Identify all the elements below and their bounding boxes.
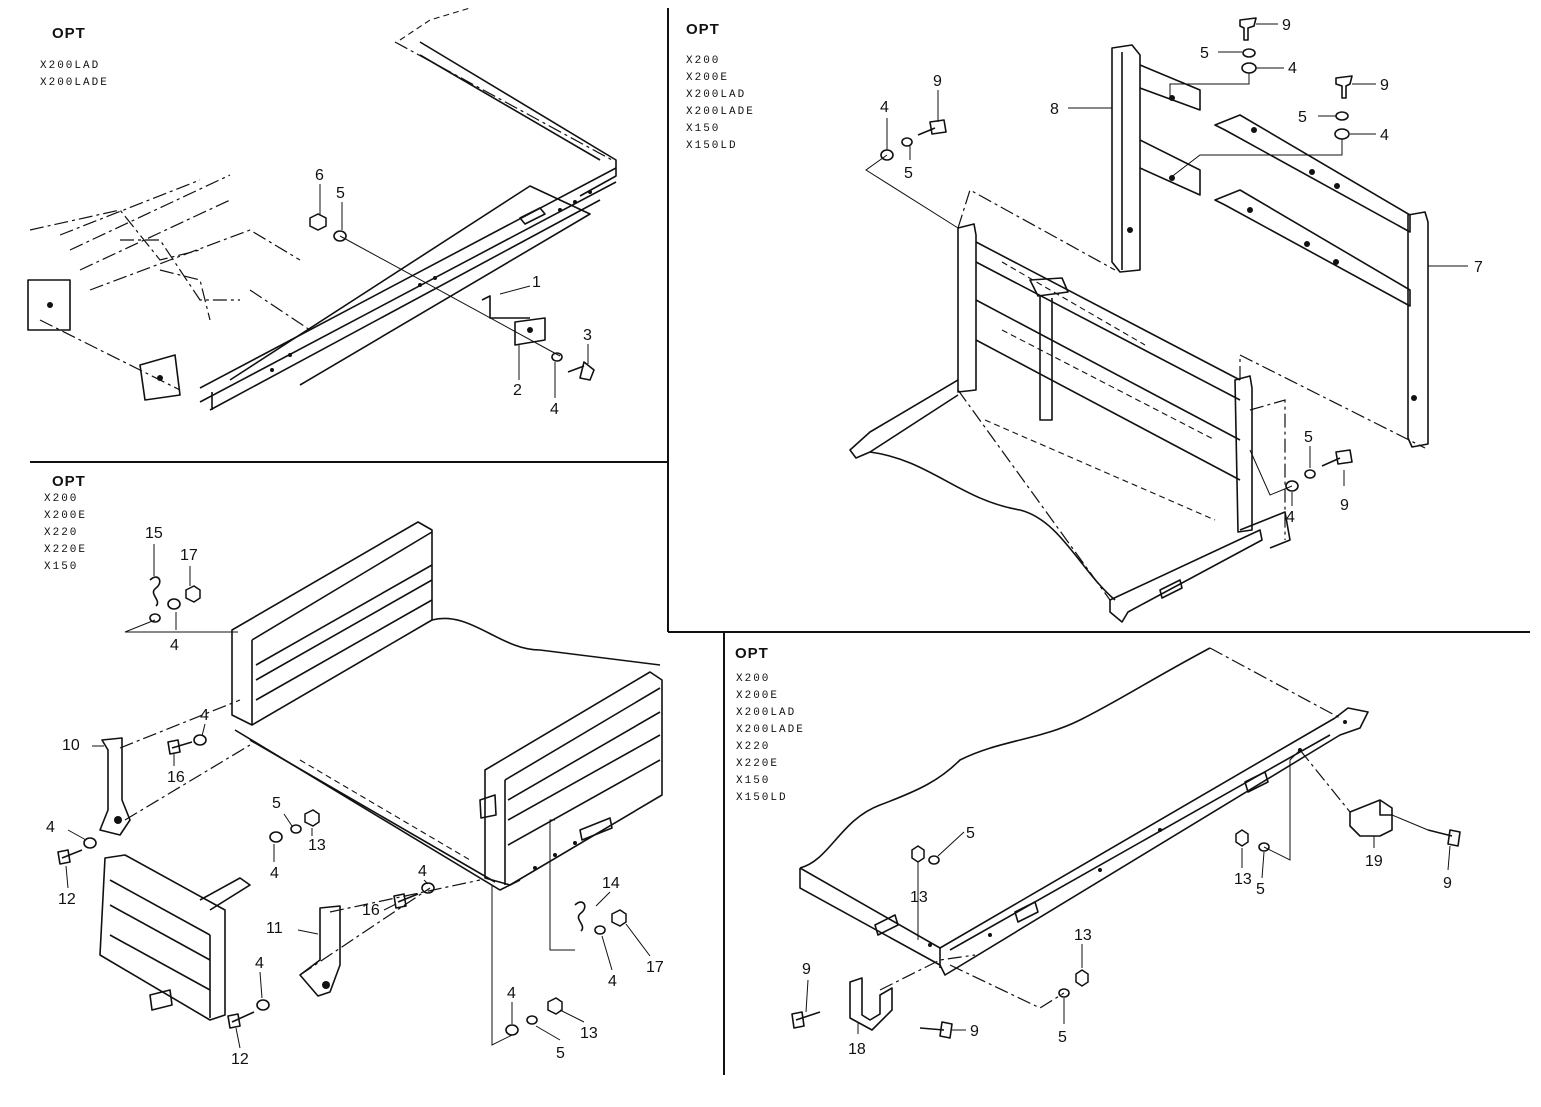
panel-bottom-right-header: OPT X200 X200E X200LAD X200LADE X220 X22… bbox=[735, 645, 805, 804]
callout-9: 9 bbox=[802, 961, 811, 978]
model-label: X150 bbox=[736, 775, 770, 787]
model-label: X200E bbox=[686, 72, 729, 84]
model-label: X200E bbox=[44, 510, 87, 522]
bottom-left-callouts: 15 17 4 4 10 16 5 13 4 4 12 4 16 14 11 4… bbox=[46, 525, 664, 1068]
callout-12: 12 bbox=[231, 1051, 249, 1068]
panel-bottom-left-header: OPT X200 X200E X220 X220E X150 bbox=[44, 473, 87, 573]
callout-5: 5 bbox=[1298, 109, 1307, 126]
header-opt: OPT bbox=[686, 21, 720, 38]
model-label: X150LD bbox=[686, 140, 738, 152]
callout-4: 4 bbox=[170, 637, 179, 654]
bottom-left-bed-assembly bbox=[57, 521, 663, 1046]
callout-6: 6 bbox=[315, 167, 324, 184]
callout-4: 4 bbox=[418, 863, 427, 880]
callout-5: 5 bbox=[556, 1045, 565, 1062]
top-left-callouts: 6 5 1 3 2 4 bbox=[315, 167, 592, 418]
callout-4: 4 bbox=[46, 819, 55, 836]
callout-9: 9 bbox=[1443, 875, 1452, 892]
model-label: X200LADE bbox=[686, 106, 755, 118]
callout-5: 5 bbox=[1058, 1029, 1067, 1046]
callout-14: 14 bbox=[602, 875, 620, 892]
callout-1: 1 bbox=[532, 274, 541, 291]
callout-15: 15 bbox=[145, 525, 163, 542]
callout-9: 9 bbox=[1340, 497, 1349, 514]
model-label: X200LAD bbox=[686, 89, 746, 101]
callout-5: 5 bbox=[1304, 429, 1313, 446]
panel-top-right-header: OPT X200 X200E X200LAD X200LADE X150 X15… bbox=[686, 21, 755, 152]
callout-5: 5 bbox=[966, 825, 975, 842]
callout-9: 9 bbox=[1380, 77, 1389, 94]
model-label: X200 bbox=[736, 673, 770, 685]
callout-16: 16 bbox=[362, 902, 380, 919]
top-right-bed-assembly bbox=[849, 17, 1429, 623]
top-left-frame-assembly bbox=[27, 7, 617, 411]
callout-16: 16 bbox=[167, 769, 185, 786]
callout-4: 4 bbox=[880, 99, 889, 116]
panel-dividers bbox=[30, 8, 1530, 1075]
panel-top-left-header: OPT X200LAD X200LADE bbox=[40, 25, 109, 89]
callout-13: 13 bbox=[1234, 871, 1252, 888]
callout-13: 13 bbox=[308, 837, 326, 854]
callout-5: 5 bbox=[272, 795, 281, 812]
model-label: X220E bbox=[736, 758, 779, 770]
top-right-callouts: 9 5 4 9 5 4 8 4 9 5 7 5 9 4 bbox=[880, 17, 1483, 526]
callout-4: 4 bbox=[550, 401, 559, 418]
callout-13: 13 bbox=[1074, 927, 1092, 944]
callout-18: 18 bbox=[848, 1041, 866, 1058]
callout-13: 13 bbox=[910, 889, 928, 906]
callout-5: 5 bbox=[1256, 881, 1265, 898]
callout-4: 4 bbox=[1286, 509, 1295, 526]
callout-9: 9 bbox=[1282, 17, 1291, 34]
model-label: X200LADE bbox=[40, 77, 109, 89]
callout-17: 17 bbox=[180, 547, 198, 564]
callout-4: 4 bbox=[1288, 60, 1297, 77]
model-label: X150 bbox=[44, 561, 78, 573]
callout-5: 5 bbox=[336, 185, 345, 202]
callout-4: 4 bbox=[1380, 127, 1389, 144]
model-label: X150LD bbox=[736, 792, 788, 804]
model-label: X220 bbox=[736, 741, 770, 753]
header-opt: OPT bbox=[735, 645, 769, 662]
callout-19: 19 bbox=[1365, 853, 1383, 870]
model-label: X200 bbox=[686, 55, 720, 67]
callout-9: 9 bbox=[933, 73, 942, 90]
callout-2: 2 bbox=[513, 382, 522, 399]
callout-9: 9 bbox=[970, 1023, 979, 1040]
model-label: X200LADE bbox=[736, 724, 805, 736]
callout-5: 5 bbox=[904, 165, 913, 182]
model-label: X200LAD bbox=[40, 60, 100, 72]
model-label: X200 bbox=[44, 493, 78, 505]
callout-8: 8 bbox=[1050, 101, 1059, 118]
callout-4: 4 bbox=[507, 985, 516, 1002]
model-label: X200E bbox=[736, 690, 779, 702]
bottom-right-floor-assembly bbox=[791, 647, 1461, 1039]
callout-5: 5 bbox=[1200, 45, 1209, 62]
callout-4: 4 bbox=[270, 865, 279, 882]
header-opt: OPT bbox=[52, 25, 86, 42]
callout-4: 4 bbox=[608, 973, 617, 990]
bottom-right-callouts: 5 13 19 13 5 9 13 9 9 18 5 bbox=[802, 825, 1452, 1058]
callout-3: 3 bbox=[583, 327, 592, 344]
model-label: X220E bbox=[44, 544, 87, 556]
model-label: X150 bbox=[686, 123, 720, 135]
callout-4: 4 bbox=[255, 955, 264, 972]
callout-12: 12 bbox=[58, 891, 76, 908]
callout-10: 10 bbox=[62, 737, 80, 754]
callout-13: 13 bbox=[580, 1025, 598, 1042]
model-label: X220 bbox=[44, 527, 78, 539]
callout-17: 17 bbox=[646, 959, 664, 976]
model-label: X200LAD bbox=[736, 707, 796, 719]
callout-7: 7 bbox=[1474, 259, 1483, 276]
header-opt: OPT bbox=[52, 473, 86, 490]
callout-4: 4 bbox=[200, 707, 209, 724]
callout-11: 11 bbox=[266, 920, 283, 937]
